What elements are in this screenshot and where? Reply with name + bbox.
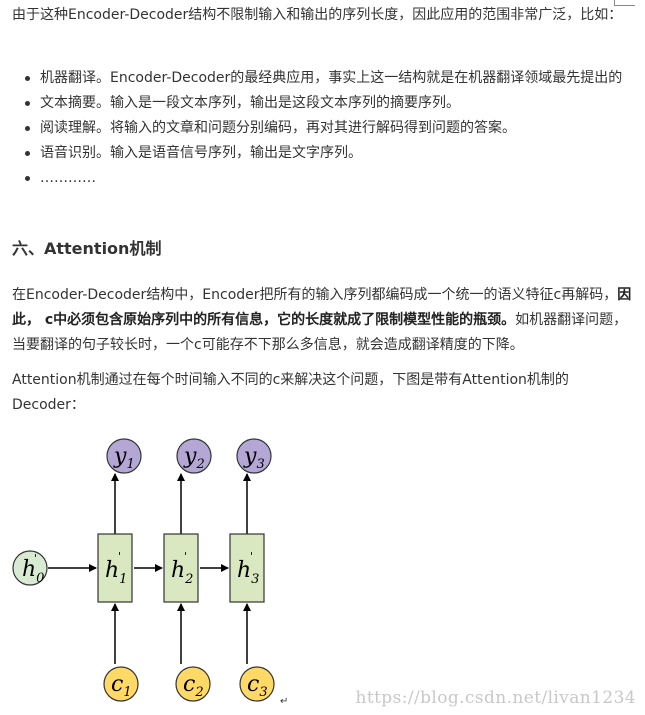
svg-text:': ' [250,550,253,563]
node-h0 [12,550,48,586]
output-node-1: y1 [106,438,142,474]
svg-text:h3: h3 [237,558,259,587]
output-node-2: y2 [176,438,212,474]
attention-decoder-diagram: h0 ' h1 ' h2 ' h3 ' y1 y2 y3 [12,438,288,707]
svg-text:': ' [184,550,187,563]
list-item: 文本摘要。输入是一段文本序列，输出是这段文本序列的摘要序列。 [12,91,638,116]
svg-text:h2: h2 [171,558,193,587]
context-node-2: c2 [175,666,211,702]
svg-text:c2: c2 [183,672,204,700]
list-item: ………… [12,166,638,191]
node-h0-prime: ' [34,552,37,565]
application-list: 机器翻译。Encoder-Decoder的最经典应用，事实上这一结构就是在机器翻… [12,66,638,191]
svg-text:y3: y3 [243,444,265,472]
section-heading: 六、Attention机制 [12,239,162,258]
svg-text:c3: c3 [247,672,268,700]
context-node-3: c3 [239,666,275,702]
list-item: 语音识别。输入是语音信号序列，输出是文字序列。 [12,141,638,166]
return-mark: ↵ [280,696,288,707]
svg-text:y1: y1 [113,444,135,472]
svg-text:': ' [118,550,121,563]
svg-text:y2: y2 [183,444,205,472]
svg-text:c1: c1 [111,672,132,700]
encoder-decoder-paragraph: 在Encoder-Decoder结构中，Encoder把所有的输入序列都编码成一… [12,283,638,358]
attention-paragraph: Attention机制通过在每个时间输入不同的c来解决这个问题，下图是带有Att… [12,372,569,413]
para2-text-1: 在Encoder-Decoder结构中，Encoder把所有的输入序列都编码成一… [12,287,618,303]
output-node-3: y3 [236,438,272,474]
para2-text-2: 如机器翻译问题，当要翻译的句子较长时，一个c可能存不下那么多信息，就会造成翻译精… [12,312,628,353]
list-item: 阅读理解。将输入的文章和问题分别编码，再对其进行解码得到问题的答案。 [12,116,638,141]
corner-mark [614,0,635,6]
svg-text:h1: h1 [105,558,127,587]
para2-bold: 因此， c中必须包含原始序列中的所有信息，它的长度就成了限制模型性能的瓶颈。 [12,287,632,328]
hidden-state-3: h3 ' [229,533,265,603]
list-item: 机器翻译。Encoder-Decoder的最经典应用，事实上这一结构就是在机器翻… [12,66,638,91]
hidden-state-2: h2 ' [163,533,199,603]
hidden-state-1: h1 ' [97,533,133,603]
watermark: https://blog.csdn.net/livan1234 [355,688,636,708]
intro-paragraph: 由于这种Encoder-Decoder结构不限制输入和输出的序列长度，因此应用的… [12,7,623,23]
context-node-1: c1 [103,666,139,702]
node-h0-label: h0 [22,557,44,586]
